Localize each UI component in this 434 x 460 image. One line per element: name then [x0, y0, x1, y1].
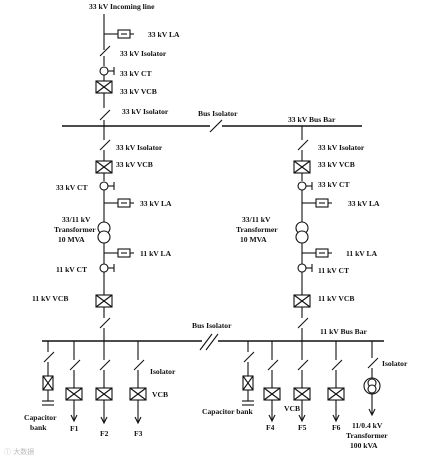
label-right-33kv-vcb: 33 kV VCB [318, 160, 355, 169]
label-bus-isolator-33kv: Bus Isolator [198, 109, 238, 118]
label-left-transformer-rating: 10 MVA [58, 235, 85, 244]
label-left-11kv-ct: 11 kV CT [56, 265, 87, 274]
feeder-f6 [327, 341, 345, 423]
bus-isolator-11kv-b [205, 333, 219, 351]
feeder-f1 [65, 341, 83, 423]
label-33kv-la-top: 33 kV LA [148, 30, 180, 39]
label-aux-transformer-rating: 100 kVA [350, 441, 378, 450]
label-33kv-vcb-top: 33 kV VCB [120, 87, 157, 96]
label-feeder-f6: F6 [332, 423, 341, 432]
power-transformer-left [97, 221, 111, 244]
label-capacitor-left-1: Capacitor [24, 413, 57, 422]
vcb-11kv-left-branch [95, 294, 113, 308]
label-aux-transformer-ratio: 11/0.4 kV [352, 421, 383, 430]
label-left-33kv-la: 33 kV LA [140, 199, 172, 208]
label-left-33kv-vcb: 33 kV VCB [116, 160, 153, 169]
label-left-33kv-isolator: 33 kV Isolator [116, 143, 163, 152]
label-feeder-f3: F3 [134, 429, 143, 438]
label-right-transformer-ratio: 33/11 kV [242, 215, 271, 224]
vcb-33kv-left-branch [95, 160, 113, 174]
label-feeder-f2: F2 [100, 429, 109, 438]
label-bus-isolator-11kv: Bus Isolator [192, 321, 232, 330]
vcb-33kv-top [95, 80, 113, 94]
capacitor-bank-left-branch [42, 341, 55, 406]
isolator-33kv-right-branch [297, 139, 309, 151]
label-33kv-isolator-below: 33 kV Isolator [122, 107, 169, 116]
label-33kv-bus-bar: 33 kV Bus Bar [288, 115, 336, 124]
isolator-11kv-left-branch [99, 317, 111, 329]
label-left-transformer-name: Transformer [54, 225, 96, 234]
label-33kv-ct-top: 33 kV CT [120, 69, 152, 78]
label-right-transformer-name: Transformer [236, 225, 278, 234]
label-aux-transformer-name: Transformer [346, 431, 388, 440]
bus-isolator-11kv-a [199, 333, 213, 351]
label-vcb-left-group: VCB [152, 390, 168, 399]
label-feeder-f1: F1 [70, 424, 79, 433]
isolator-33kv-below-vcb [99, 109, 111, 121]
label-11kv-bus-bar: 11 kV Bus Bar [320, 327, 368, 336]
feeder-f4 [263, 341, 281, 423]
la-11kv-left-branch [104, 248, 134, 258]
label-left-transformer-ratio: 33/11 kV [62, 215, 91, 224]
incoming-line-title: 33 kV Incoming line [89, 2, 155, 11]
label-33kv-isolator-top: 33 kV Isolator [120, 49, 167, 58]
label-right-11kv-vcb: 11 kV VCB [318, 294, 354, 303]
feeder-f5 [293, 341, 311, 423]
label-right-11kv-la: 11 kV LA [346, 249, 378, 258]
ct-33kv-left-branch [99, 181, 115, 191]
la-11kv-right-branch [302, 248, 332, 258]
label-right-33kv-isolator: 33 kV Isolator [318, 143, 365, 152]
lightning-arrester-33kv-top [104, 29, 134, 39]
feeder-f2 [95, 341, 113, 425]
isolator-11kv-right-branch [297, 317, 309, 329]
label-right-33kv-ct: 33 kV CT [318, 180, 350, 189]
vcb-11kv-right-branch [293, 294, 311, 308]
label-isolator-right-group: Isolator [382, 359, 408, 368]
bus-isolator-33kv [209, 119, 223, 133]
auxiliary-transformer [363, 341, 381, 417]
power-transformer-right [295, 221, 309, 244]
ct-11kv-left-branch [99, 263, 115, 273]
ct-11kv-right-branch [297, 263, 313, 273]
label-feeder-f4: F4 [266, 423, 275, 432]
la-33kv-right-branch [302, 198, 332, 208]
label-left-33kv-ct: 33 kV CT [56, 183, 88, 192]
watermark-text: ⓘ 大数据 [4, 447, 34, 456]
label-vcb-right-group: VCB [284, 404, 300, 413]
current-transformer-33kv-top [99, 66, 115, 76]
isolator-33kv-top [99, 45, 111, 57]
ct-33kv-right-branch [297, 181, 313, 191]
label-right-transformer-rating: 10 MVA [240, 235, 267, 244]
feeder-f3 [129, 341, 147, 425]
isolator-33kv-left-branch [99, 139, 111, 151]
label-capacitor-left-2: bank [30, 423, 47, 432]
label-left-11kv-la: 11 kV LA [140, 249, 172, 258]
label-feeder-f5: F5 [298, 423, 307, 432]
label-capacitor-right: Capacitor bank [202, 407, 253, 416]
label-isolator-left-group: Isolator [150, 367, 176, 376]
label-left-11kv-vcb: 11 kV VCB [32, 294, 68, 303]
capacitor-bank-right-branch [242, 341, 255, 406]
la-33kv-left-branch [104, 198, 134, 208]
label-right-11kv-ct: 11 kV CT [318, 266, 349, 275]
label-right-33kv-la: 33 kV LA [348, 199, 380, 208]
vcb-33kv-right-branch [293, 160, 311, 174]
